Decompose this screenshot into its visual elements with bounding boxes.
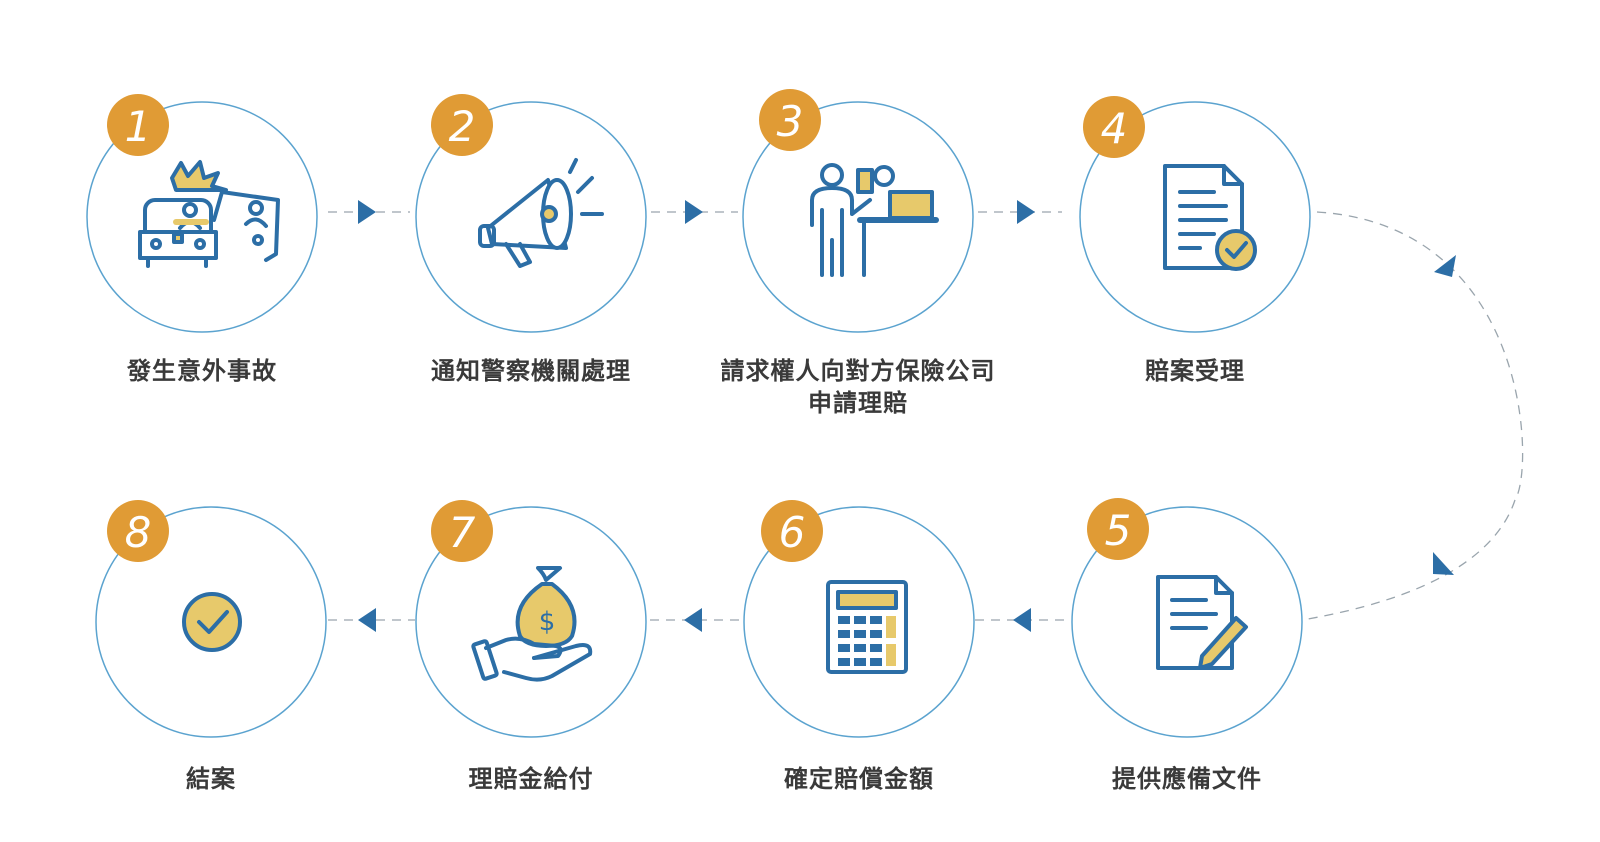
step-badge-4: 4 xyxy=(1083,96,1145,158)
money-bag-hand-icon: $ xyxy=(471,566,593,682)
step-badge-3: 3 xyxy=(759,89,821,151)
document-check-icon xyxy=(1163,164,1257,271)
arrow-right-icon xyxy=(1017,200,1035,224)
svg-text:$: $ xyxy=(539,607,556,637)
arrow-left-icon xyxy=(358,608,376,632)
arrow-down-curve-icon xyxy=(1433,552,1454,575)
step-number-7: 7 xyxy=(449,508,476,557)
arrow-right-icon xyxy=(358,200,376,224)
step-badge-6: 6 xyxy=(761,500,823,562)
car-accident-icon xyxy=(138,160,280,268)
step-badge-7: 7 xyxy=(431,500,493,562)
step-badge-5: 5 xyxy=(1087,498,1149,560)
step-label-3: 請求權人向對方保險公司 申請理賠 xyxy=(720,357,996,417)
arrow-right-icon xyxy=(685,200,703,224)
step-number-2: 2 xyxy=(449,102,476,151)
connector-4-5-curve xyxy=(1301,211,1524,621)
step-number-6: 6 xyxy=(779,508,806,557)
step-badge-1: 1 xyxy=(107,94,169,156)
step-circle-3 xyxy=(742,101,974,333)
step-label-1: 發生意外事故 xyxy=(127,357,277,385)
arrow-left-icon xyxy=(684,608,702,632)
arrow-left-icon xyxy=(1013,608,1031,632)
step-number-1: 1 xyxy=(125,102,152,151)
service-counter-icon xyxy=(810,163,939,277)
step-label-6: 確定賠償金額 xyxy=(784,765,934,793)
step-number-4: 4 xyxy=(1101,104,1128,153)
step-label-5: 提供應備文件 xyxy=(1112,765,1262,793)
step-badge-2: 2 xyxy=(431,94,493,156)
step-label-2: 通知警察機關處理 xyxy=(431,357,631,385)
step-label-8: 結案 xyxy=(186,765,236,793)
document-pen-icon xyxy=(1156,575,1248,670)
arrow-down-curve-icon xyxy=(1434,255,1456,277)
step-label-7: 理賠金給付 xyxy=(468,765,594,793)
step-number-5: 5 xyxy=(1105,506,1132,555)
step-badges: 1 2 3 4 5 6 7 xyxy=(107,89,1149,562)
arrows xyxy=(358,200,1456,632)
megaphone-icon xyxy=(478,158,604,268)
step-number-3: 3 xyxy=(777,97,804,146)
calculator-icon xyxy=(826,580,908,674)
step-number-8: 8 xyxy=(125,508,152,557)
step-badge-8: 8 xyxy=(107,500,169,562)
check-circle-icon xyxy=(182,592,242,652)
step-label-4: 賠案受理 xyxy=(1145,357,1245,385)
